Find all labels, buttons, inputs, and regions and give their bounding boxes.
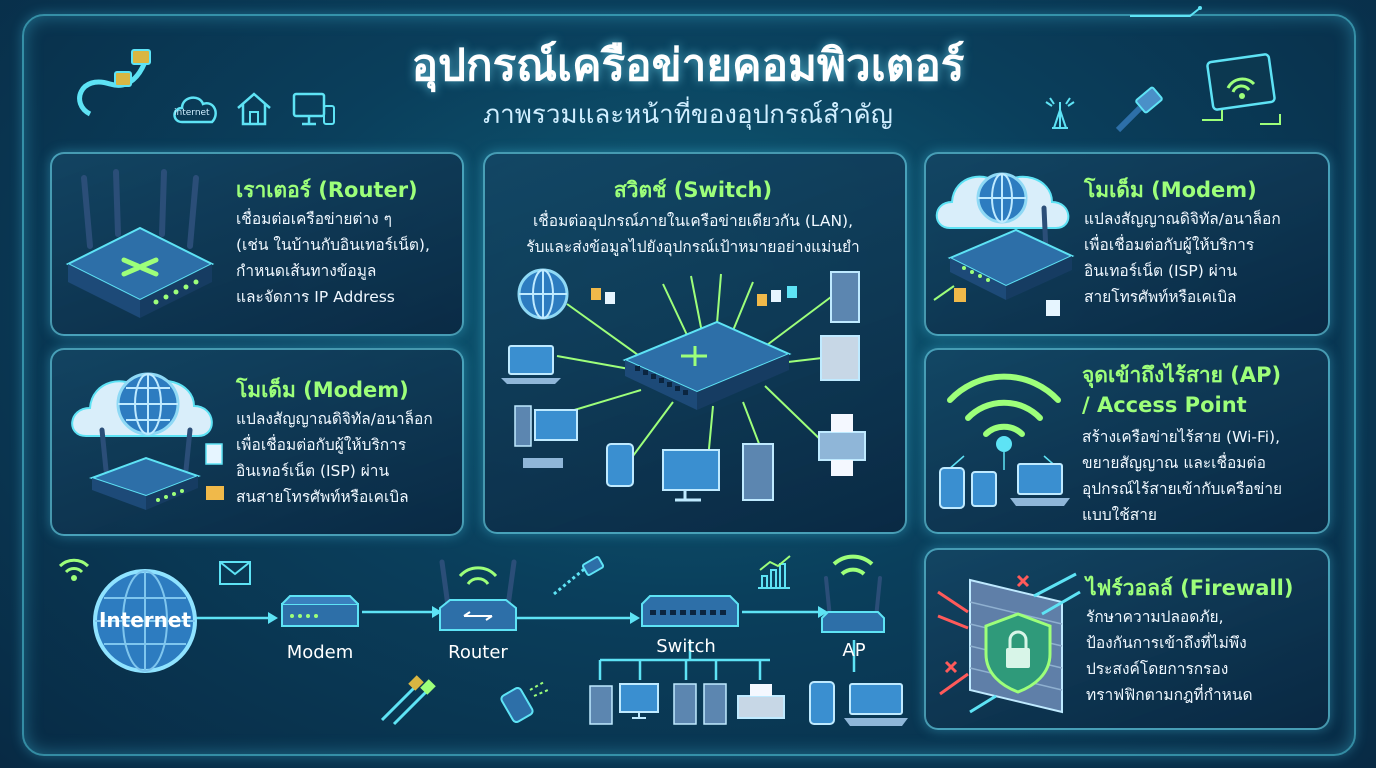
router-title: เราเตอร์ (Router) [236, 178, 418, 202]
corner-circuit-icon [1130, 6, 1202, 17]
antenna-tower-icon [1045, 97, 1075, 129]
access-point-title-line-1: จุดเข้าถึงไร้สาย (AP) [1082, 363, 1282, 387]
firewall-shield-icon [937, 572, 1081, 714]
email-icon [219, 561, 251, 585]
wifi-screen-icon [1202, 53, 1281, 125]
modem-top-icon [933, 172, 1075, 316]
page-subtitle: ภาพรวมและหน้าที่ของอุปกรณ์สำคัญ [483, 100, 893, 130]
usb-decor-icon [500, 681, 549, 724]
access-point-wifi-icon [939, 373, 1070, 509]
router-description: เชื่อมต่อเครือข่ายต่าง ๆ(เช่น ในบ้านกับอ… [236, 210, 430, 306]
modem-left-title: โมเด็ม (Modem) [236, 378, 409, 402]
switch-title: สวิตช์ (Switch) [613, 178, 773, 202]
chart-icon [758, 555, 791, 589]
modem-top-description: แปลงสัญญาณดิจิทัล/อนาล็อกเพื่อเชื่อมต่อก… [1084, 210, 1281, 306]
cables-decor-icon [380, 675, 436, 726]
flow-switch-icon [641, 595, 739, 627]
ethernet-plug-icon [1115, 86, 1163, 133]
devices-icon [292, 92, 335, 126]
flow-router-label: Router [448, 642, 508, 663]
modem-cloud-globe-icon [71, 372, 224, 510]
flow-internet-label: Internet [98, 608, 192, 632]
access-point-description: สร้างเครือข่ายไร้สาย (Wi-Fi),ขยายสัญญาณ … [1082, 428, 1283, 524]
cable-plug-icon [553, 556, 605, 596]
flow-wireless-devices [809, 681, 908, 726]
flow-ap-label: AP [842, 640, 866, 661]
cloud-internet-label: internet [174, 108, 210, 118]
wifi-small-icon [58, 558, 90, 581]
switch-topology-diagram [501, 268, 866, 502]
firewall-title: ไฟร์วอลล์ (Firewall) [1086, 576, 1294, 600]
cloud-icon [173, 96, 217, 124]
ethernet-cable-icon [77, 49, 151, 117]
flow-switch-label: Switch [656, 636, 716, 657]
modem-left-card [50, 348, 464, 536]
modem-top-title: โมเด็ม (Modem) [1084, 178, 1257, 202]
outer-frame [22, 14, 1356, 756]
internet-globe-icon [93, 569, 197, 673]
home-icon [237, 92, 271, 126]
router-icon [65, 169, 215, 318]
flow-ap-icon [821, 554, 885, 633]
flow-router-icon [439, 559, 517, 631]
modem-left-description: แปลงสัญญาณดิจิทัล/อนาล็อกเพื่อเชื่อมต่อก… [236, 410, 433, 506]
flow-modem-icon [281, 595, 359, 627]
access-point-title: จุดเข้าถึงไร้สาย (AP) / Access Point [1082, 360, 1281, 420]
access-point-title-line-2: / Access Point [1082, 393, 1247, 417]
flow-modem-label: Modem [286, 642, 354, 663]
firewall-description: รักษาความปลอดภัย,ป้องกันการเข้าถึงที่ไม่… [1086, 608, 1253, 704]
page-title: อุปกรณ์เครือข่ายคอมพิวเตอร์ [411, 40, 965, 91]
flow-lan-devices [589, 683, 785, 725]
switch-description: เชื่อมต่ออุปกรณ์ภายในเครือข่ายเดียวกัน (… [526, 212, 860, 256]
